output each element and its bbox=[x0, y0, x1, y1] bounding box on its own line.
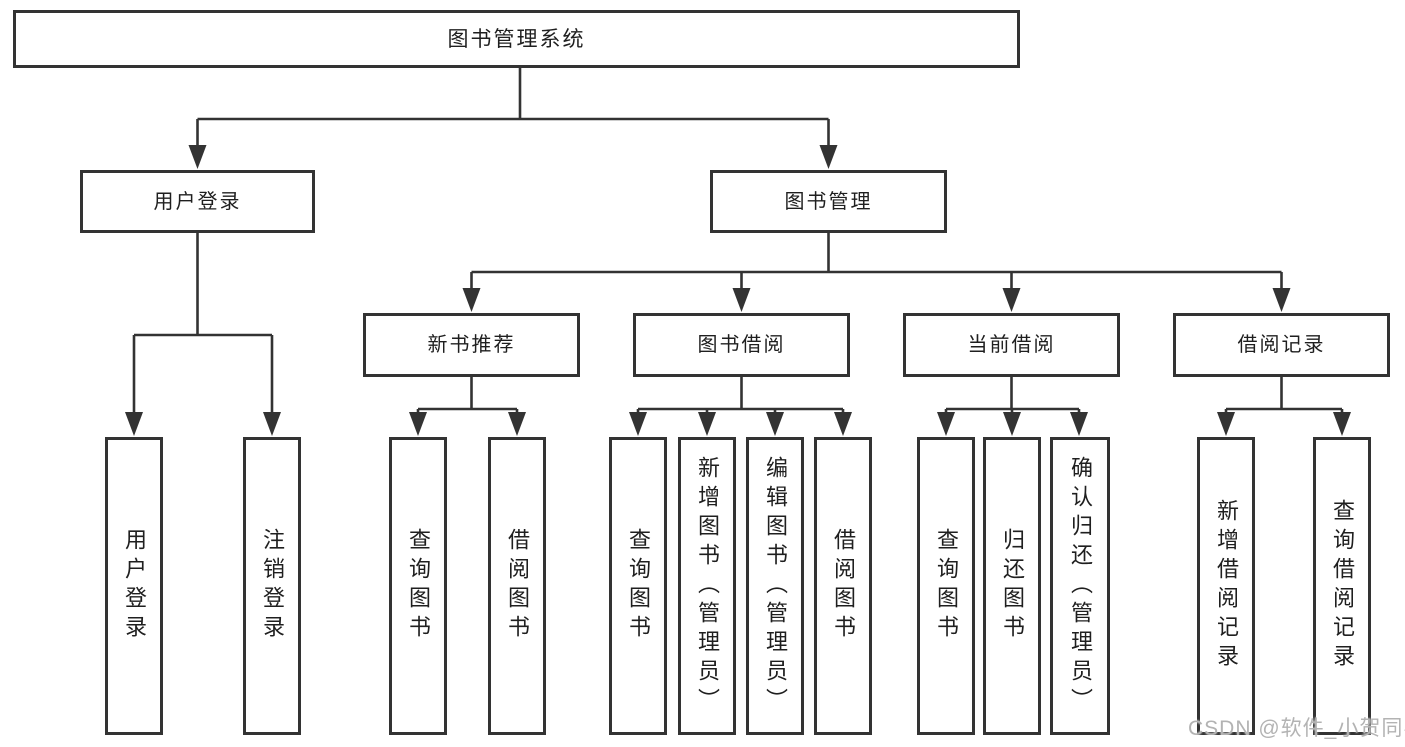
node-book-borrowing: 图书借阅 bbox=[633, 313, 850, 377]
node-logout-leaf: 注销登录 bbox=[243, 437, 301, 735]
connector-book-borrow-to-leaves bbox=[629, 376, 852, 436]
connector-current-borrow-to-leaves bbox=[937, 376, 1088, 436]
node-current-borrowing: 当前借阅 bbox=[903, 313, 1120, 377]
node-user-login: 用户登录 bbox=[80, 170, 315, 233]
connector-book-mgmt-to-level3 bbox=[462, 233, 1291, 312]
node-new-book-recommendation: 新书推荐 bbox=[363, 313, 580, 377]
node-confirm-return-admin: 确认归还（管理员） bbox=[1050, 437, 1110, 735]
node-return-book: 归还图书 bbox=[983, 437, 1041, 735]
node-borrow-books-rec: 借阅图书 bbox=[488, 437, 546, 735]
connector-borrow-records-to-leaves bbox=[1217, 376, 1351, 436]
csdn-watermark: CSDN @软件_小贺同学 bbox=[1188, 717, 1405, 740]
node-query-books-borrow: 查询图书 bbox=[609, 437, 667, 735]
connector-new-book-rec-to-leaves bbox=[409, 376, 526, 436]
node-book-management: 图书管理 bbox=[710, 170, 947, 233]
node-borrow-books-leaf: 借阅图书 bbox=[814, 437, 872, 735]
node-query-books-current: 查询图书 bbox=[917, 437, 975, 735]
node-edit-book-admin: 编辑图书（管理员） bbox=[746, 437, 804, 735]
node-add-borrow-record: 新增借阅记录 bbox=[1197, 437, 1255, 735]
node-query-borrow-record: 查询借阅记录 bbox=[1313, 437, 1371, 735]
node-add-book-admin: 新增图书（管理员） bbox=[678, 437, 736, 735]
node-user-login-leaf: 用户登录 bbox=[105, 437, 163, 735]
node-borrowing-records: 借阅记录 bbox=[1173, 313, 1390, 377]
connector-root-to-level2 bbox=[188, 68, 838, 169]
node-library-management-system: 图书管理系统 bbox=[13, 10, 1020, 68]
connector-user-login-to-leaves bbox=[125, 233, 281, 436]
node-query-books-rec: 查询图书 bbox=[389, 437, 447, 735]
